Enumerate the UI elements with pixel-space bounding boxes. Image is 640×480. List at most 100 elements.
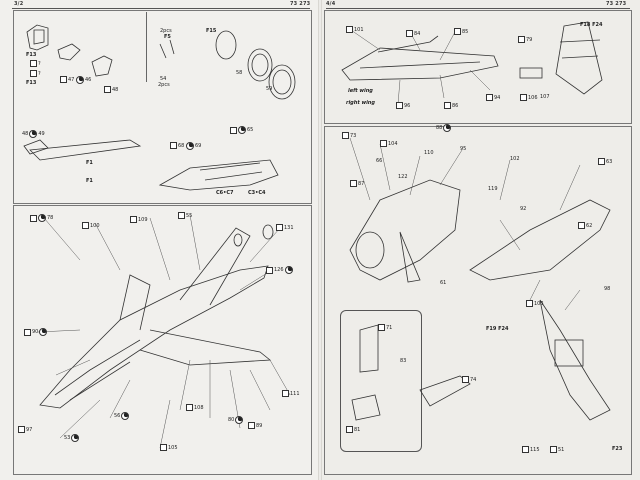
checkbox-icon: [30, 214, 37, 222]
label-r122: 122: [398, 174, 408, 180]
paint-icon: [38, 214, 46, 222]
checkbox-icon: [276, 224, 283, 231]
right-upper-section: [324, 10, 632, 124]
paint-icon: [39, 328, 48, 336]
callout-65: 65: [230, 126, 253, 134]
label-r61: 61: [440, 280, 447, 286]
checkbox-icon: [346, 426, 353, 433]
right-product-code: 73 273: [606, 1, 627, 7]
callout-r101: 101: [346, 26, 364, 33]
paint-icon: [186, 142, 194, 150]
callout-46: 46: [76, 76, 91, 84]
label-r95: 95: [460, 146, 467, 152]
checkbox-icon: [170, 142, 177, 149]
paint-icon: [76, 76, 84, 84]
checkbox-icon: [186, 404, 193, 411]
checkbox-icon: [350, 180, 357, 187]
checkbox-icon: [18, 426, 25, 433]
label-r92: 92: [520, 206, 527, 212]
callout-r85: 85: [454, 28, 468, 35]
checkbox-icon: [130, 216, 137, 223]
label-r110: 110: [424, 150, 434, 156]
callout-r103: 103: [526, 300, 544, 307]
label-f23: F23: [612, 446, 623, 452]
fuselage-detail: [158, 159, 279, 191]
callout-r107: 107: [540, 94, 550, 100]
checkbox-icon: [346, 26, 353, 33]
checkbox-icon: [550, 446, 557, 453]
checkbox-icon: [60, 76, 67, 83]
label-f18-f24: F18 F24: [580, 22, 603, 28]
fret-part-f13: [26, 24, 49, 51]
label-c3c4: C3•C4: [248, 190, 266, 196]
label-54: 54: [160, 76, 167, 82]
label-r83: 83: [400, 358, 407, 364]
checkbox-icon: [406, 30, 413, 37]
callout-89: 89: [248, 422, 262, 429]
page-fold: [318, 0, 322, 480]
checkbox-icon: [526, 300, 533, 307]
label-r66: 66: [376, 158, 383, 164]
label-f1a: F1: [86, 160, 93, 166]
label-r102: 102: [510, 156, 520, 162]
tail-fin: [119, 274, 151, 331]
left-lower-section: [13, 205, 312, 475]
callout-69: 69: [186, 142, 201, 150]
label-2pcs: 2pcs: [160, 28, 172, 34]
checkbox-icon: [30, 70, 37, 77]
checkbox-icon: [230, 126, 237, 134]
aircraft-fuselage: [39, 265, 269, 409]
callout-48: 48: [104, 86, 118, 93]
checkbox-icon: [104, 86, 111, 93]
callout-78: 78: [30, 214, 53, 222]
callout-100: 100: [82, 222, 100, 229]
callout-105: 105: [160, 444, 178, 451]
label-59: 59: [266, 86, 273, 92]
callout-53: 53: [64, 434, 80, 442]
label-f13-bottom: F13: [26, 80, 37, 86]
right-lower-section: [324, 126, 632, 475]
label-f5: F5: [164, 34, 171, 40]
divider-upper-left: [146, 12, 147, 82]
callout-55: 55: [178, 212, 192, 219]
cockpit-assembly: [539, 299, 611, 421]
right-page-wing: [341, 47, 499, 81]
left-wing-drawing: [179, 227, 251, 306]
callout-97: 97: [18, 426, 32, 433]
checkbox-icon: [342, 132, 349, 139]
callout-r51: 51: [550, 446, 564, 453]
checkbox-icon: [282, 390, 289, 397]
checkbox-icon: [24, 328, 31, 336]
callout-r74: 74: [462, 376, 476, 383]
checkbox-icon: [520, 94, 527, 101]
wing-strip: [29, 139, 142, 161]
fuselage-section: [349, 179, 461, 281]
callout-r73: 73: [342, 132, 356, 139]
rods-f5: [159, 39, 175, 59]
checkbox-icon: [454, 28, 461, 35]
checkbox-icon: [380, 140, 387, 147]
rear-fuselage: [469, 199, 611, 281]
callout-r62: 62: [578, 222, 592, 229]
callout-q2: ?: [30, 70, 41, 77]
checkbox-icon: [396, 102, 403, 109]
label-2pcs-b: 2pcs: [158, 82, 170, 88]
right-page-number: 4/4: [326, 1, 336, 7]
ring-59: [268, 64, 296, 100]
callout-r106: 106: [520, 94, 538, 101]
checkbox-icon: [178, 212, 185, 219]
callout-109: 109: [130, 216, 148, 223]
left-product-code: 73 273: [290, 1, 311, 7]
callout-r71: 71: [378, 324, 392, 331]
checkbox-icon: [486, 94, 493, 101]
callout-131: 131: [276, 224, 294, 231]
paint-icon: [284, 266, 293, 274]
label-58: 58: [236, 70, 243, 76]
callout-r88: 88: [436, 124, 452, 132]
checkbox-icon: [462, 376, 469, 383]
label-f19-f24: F19 F24: [486, 326, 509, 332]
left-page-number: 3/2: [14, 1, 24, 7]
label-left-wing: left wing: [348, 88, 373, 94]
